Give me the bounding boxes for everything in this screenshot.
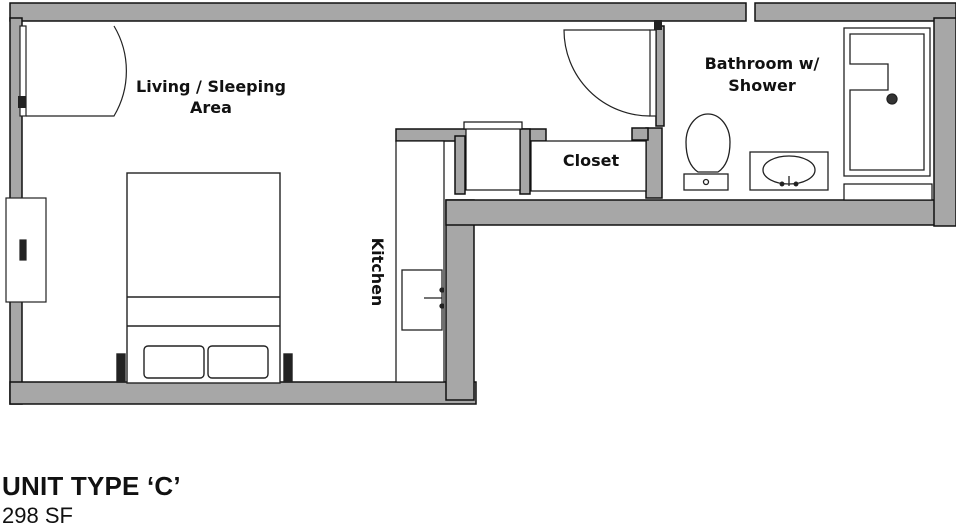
bath-label-line1: Bathroom w/ xyxy=(705,54,820,73)
bottom-wall xyxy=(9,381,477,405)
closet-wall xyxy=(519,128,531,195)
wing-bottom-wall xyxy=(445,199,937,226)
top-wall xyxy=(9,2,747,22)
kitchen-counter xyxy=(395,140,445,383)
wing-sill xyxy=(843,183,933,201)
unit-title: UNIT TYPE ‘C’ xyxy=(2,471,181,501)
bath-wall xyxy=(655,25,665,127)
entry-door-leaf xyxy=(19,25,27,117)
toilet xyxy=(683,113,731,191)
entry-door-swing xyxy=(26,25,127,117)
unit-area: 298 SF xyxy=(2,503,73,528)
right-wall xyxy=(933,17,956,227)
doors xyxy=(19,25,657,117)
living-label-line1: Living / Sleeping xyxy=(136,77,286,96)
left-window xyxy=(5,197,47,303)
closet-floor xyxy=(530,140,647,192)
shelf-top xyxy=(463,121,523,130)
closet-door-leaf xyxy=(649,29,657,117)
pillow-right xyxy=(207,345,269,379)
nightstand-left xyxy=(116,353,126,383)
closet-door-swing xyxy=(563,29,651,117)
bed xyxy=(116,172,293,384)
closet-label: Closet xyxy=(563,151,620,170)
bath-label-line2: Shower xyxy=(728,76,796,95)
shelf-box xyxy=(465,125,521,191)
kitchen-sink xyxy=(401,269,445,331)
bath-vanity xyxy=(749,151,829,191)
shower xyxy=(843,27,931,177)
shower-drain xyxy=(886,93,898,105)
closet-left-wall xyxy=(454,135,466,195)
nightstand-right xyxy=(283,353,293,383)
kitchen-label: Kitchen xyxy=(368,238,387,307)
top-wall-right xyxy=(754,2,956,22)
closet-top-return xyxy=(631,127,649,141)
living-right-wall xyxy=(445,199,475,401)
pillow-left xyxy=(143,345,205,379)
living-label-line2: Area xyxy=(190,98,232,117)
